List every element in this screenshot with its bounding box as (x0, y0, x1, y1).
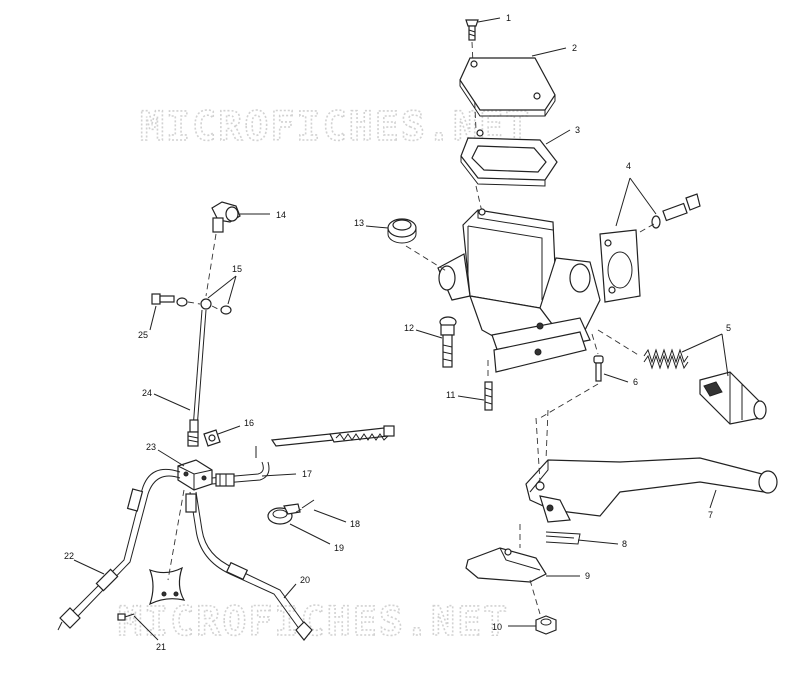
callout-label: 18 (350, 519, 360, 529)
callout-label: 11 (446, 390, 455, 400)
banjo-bolt-part (151, 293, 175, 305)
callout-22: 22 (64, 551, 105, 575)
callout-10: 10 (492, 622, 536, 632)
callout-label: 13 (354, 218, 364, 228)
watermark-top: MICROFICHES.NET (140, 104, 531, 150)
callout-label: 19 (334, 543, 344, 553)
callout-label: 24 (142, 388, 152, 398)
callout-1: 1 (477, 13, 511, 23)
switch-bracket-part (465, 524, 547, 615)
callout-label: 5 (726, 323, 731, 333)
adjust-screw-part (484, 360, 493, 411)
elbow-fitting-part (205, 201, 241, 297)
right-hose-part (185, 491, 313, 641)
callout-20: 20 (283, 575, 310, 599)
piston-part (699, 371, 767, 425)
spring-clip-part (545, 531, 581, 545)
callout-label: 14 (276, 210, 286, 220)
brake-lever-part (525, 409, 778, 523)
tube-fitting-part (211, 461, 270, 487)
callout-label: 17 (302, 469, 312, 479)
diaphragm-part (460, 129, 558, 187)
callout-label: 2 (572, 43, 577, 53)
lock-nut-part (535, 615, 557, 635)
callout-label: 8 (622, 539, 627, 549)
callout-11: 11 (446, 390, 485, 401)
callout-15: 15 (207, 264, 242, 305)
seal-ring-part (387, 218, 449, 273)
callout-4: 4 (615, 161, 657, 227)
watermark-bottom: MICROFICHES.NET (118, 599, 509, 645)
pivot-bolt-part (439, 316, 457, 368)
callout-2: 2 (531, 43, 577, 57)
clamp-part (599, 229, 641, 303)
callout-21: 21 (133, 615, 166, 652)
master-cylinder-body-part (437, 208, 601, 373)
callout-18: 18 (313, 509, 360, 529)
clamp-screw-part (295, 499, 315, 513)
piston-spring-part (597, 329, 689, 370)
callout-label: 15 (232, 264, 242, 274)
bleed-valve-part (203, 429, 221, 447)
callout-label: 4 (626, 161, 631, 171)
washer-pair-part (176, 297, 232, 315)
callout-label: 16 (244, 418, 254, 428)
callout-label: 12 (404, 323, 414, 333)
callout-16: 16 (217, 418, 254, 435)
callout-13: 13 (354, 218, 389, 229)
callout-label: 3 (575, 125, 580, 135)
callout-label: 6 (633, 377, 638, 387)
callout-7: 7 (708, 489, 717, 520)
callout-label: 10 (492, 622, 502, 632)
callout-label: 9 (585, 571, 590, 581)
callout-label: 25 (138, 330, 148, 340)
callout-label: 22 (64, 551, 74, 561)
cover-plate-part (148, 566, 186, 606)
cable-part (255, 425, 395, 458)
callout-25: 25 (138, 305, 157, 340)
cover-screw-part (117, 613, 135, 621)
pivot-pin-part (539, 333, 604, 419)
callout-label: 23 (146, 442, 156, 452)
callout-23: 23 (146, 442, 185, 467)
brake-line-part (187, 309, 207, 447)
callout-6: 6 (603, 373, 638, 387)
callout-label: 1 (506, 13, 511, 23)
clamp-bolt-part (639, 193, 701, 233)
callout-9: 9 (546, 571, 590, 581)
left-hose-part (57, 468, 181, 631)
reservoir-cover-part (459, 57, 556, 117)
callout-label: 21 (156, 642, 166, 652)
callout-8: 8 (577, 539, 627, 549)
junction-block-part (177, 459, 213, 491)
callout-19: 19 (289, 523, 344, 553)
callout-14: 14 (240, 210, 286, 220)
callout-24: 24 (142, 388, 191, 411)
callout-label: 20 (300, 575, 310, 585)
callout-label: 7 (708, 510, 713, 520)
hose-clamp-part (267, 503, 301, 525)
callout-17: 17 (261, 469, 312, 479)
callout-3: 3 (545, 125, 580, 145)
callout-5: 5 (681, 323, 731, 377)
callout-12: 12 (404, 323, 443, 339)
